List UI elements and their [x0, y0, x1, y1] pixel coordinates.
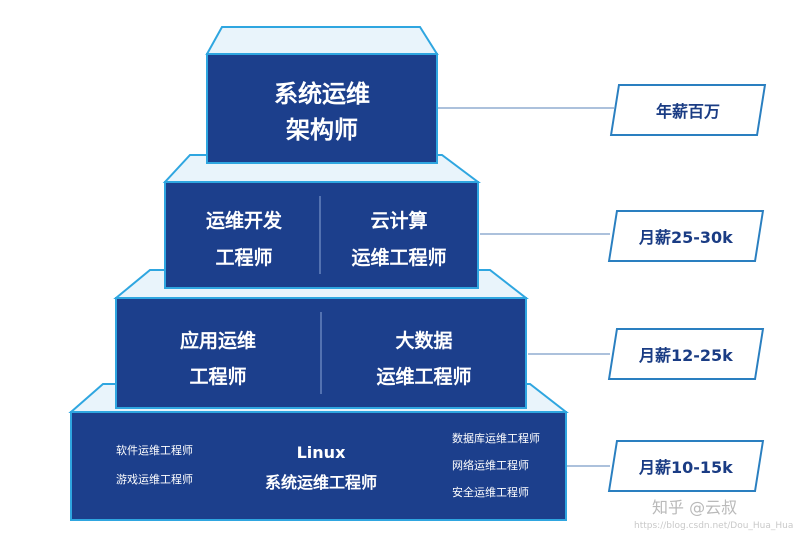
salary-box-tier-3: 月薪12-25k	[607, 328, 765, 380]
tier-4-left-item-2: 游戏运维工程师	[116, 473, 193, 486]
tier-2-left-line-2: 工程师	[215, 247, 273, 269]
tier-4-right-item-1: 数据库运维工程师	[452, 432, 540, 445]
tier-4-right-item-2: 网络运维工程师	[452, 459, 529, 472]
tier-2-right-line-1: 云计算	[370, 210, 428, 232]
tier-4-center-line-2: 系统运维工程师	[264, 473, 377, 492]
watermark-url: https://blog.csdn.net/Dou_Hua_Hua	[634, 521, 794, 531]
salary-box-tier-4: 月薪10-15k	[607, 440, 765, 492]
tier-3-left-line-1: 应用运维	[179, 330, 256, 352]
salary-label-tier-2: 月薪25-30k	[639, 228, 733, 247]
tier-2-left-line-1: 运维开发	[205, 210, 282, 232]
salary-box-tier-1: 年薪百万	[609, 84, 767, 136]
connector-lines	[438, 107, 614, 467]
tier-4-right-item-3: 安全运维工程师	[452, 486, 529, 499]
tier-1-title-line-1: 系统运维	[274, 80, 370, 108]
tier-3-left-line-2: 工程师	[189, 366, 247, 388]
tier-2-block	[162, 154, 481, 289]
salary-box-tier-2: 月薪25-30k	[607, 210, 765, 262]
tier-4-center-line-1: Linux	[296, 443, 346, 462]
watermark-brand: 知乎 @云叔	[652, 498, 738, 517]
salary-label-tier-3: 月薪12-25k	[639, 346, 733, 365]
salary-label-tier-4: 月薪10-15k	[639, 458, 733, 477]
tier-1-block	[205, 26, 439, 164]
salary-label-tier-1: 年薪百万	[655, 102, 720, 121]
tier-2-right-line-2: 运维工程师	[351, 247, 447, 269]
tier-1-title-line-2: 架构师	[286, 116, 358, 144]
tier-3-right-line-2: 运维工程师	[376, 366, 472, 388]
tier-4-left-item-1: 软件运维工程师	[116, 444, 193, 457]
tier-3-right-line-1: 大数据	[395, 330, 453, 352]
